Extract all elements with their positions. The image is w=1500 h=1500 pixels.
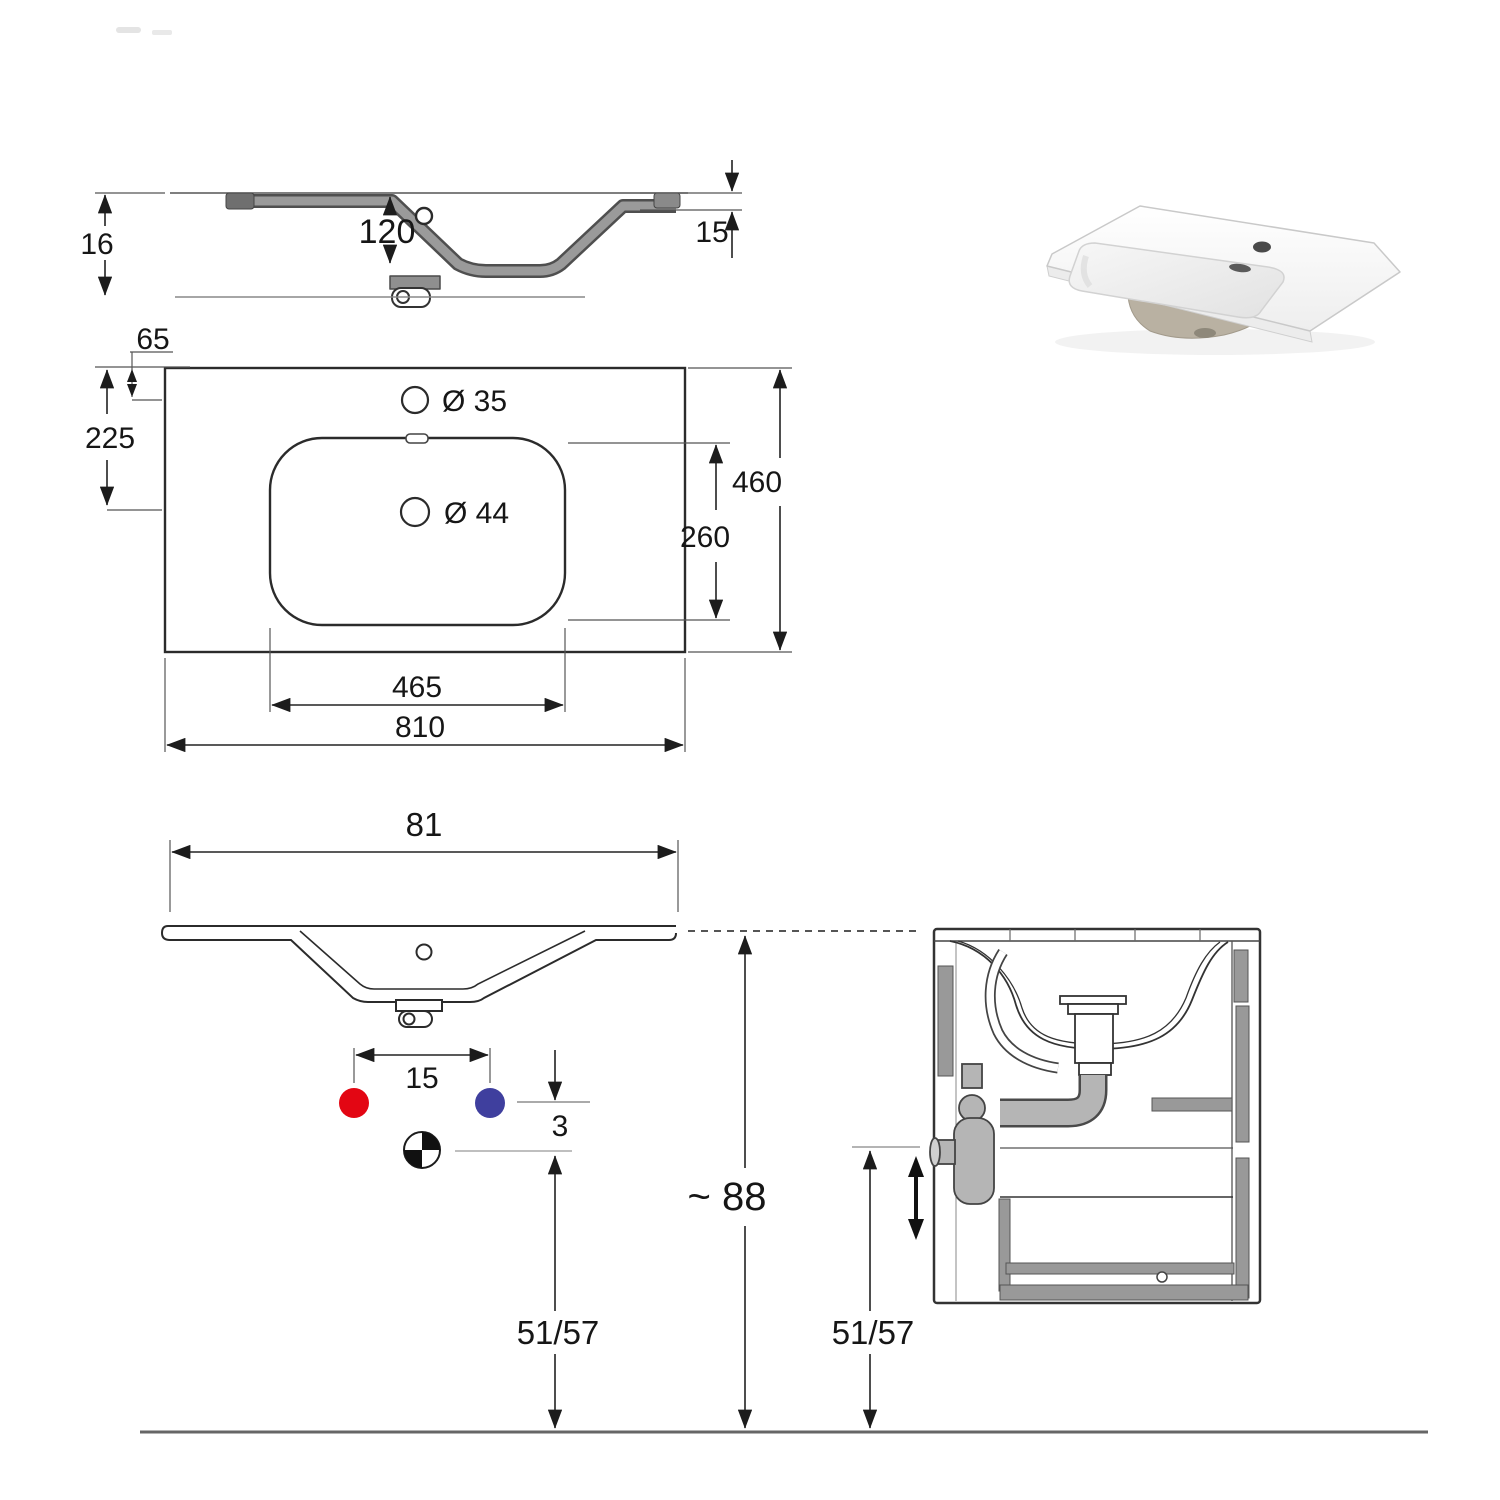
section-view: 16 120 15 xyxy=(80,160,742,308)
faucet-hole-label: Ø 35 xyxy=(442,385,507,418)
drain-back-offset-label: 225 xyxy=(85,422,135,455)
overflow-slot-photo-icon xyxy=(1229,263,1251,273)
front-faucet-hole-icon xyxy=(415,943,433,961)
dim-overall-depth xyxy=(688,367,792,653)
product-photo xyxy=(1046,205,1401,355)
basin-inner-shading xyxy=(1080,255,1093,288)
section-right-rim-cap xyxy=(653,192,681,209)
front-view: 81 15 3 xyxy=(160,806,918,1429)
front-profile xyxy=(160,925,677,1003)
cabinet-panels xyxy=(937,949,1250,1299)
dim-basin-width xyxy=(269,628,566,713)
drain-centroid-symbol xyxy=(403,1131,441,1169)
front-width-label: 81 xyxy=(406,806,443,843)
plan-view: Ø 35 Ø 44 65 225 460 xyxy=(85,323,792,753)
total-height-label: ~ 88 xyxy=(688,1175,767,1219)
drain-floor-height-label: 51/57 xyxy=(517,1314,600,1351)
section-height-label: 16 xyxy=(80,228,113,261)
plan-faucet-hole-icon xyxy=(400,385,430,415)
scan-artifact xyxy=(116,27,172,35)
faucet-back-offset-label: 65 xyxy=(136,323,169,356)
drain-hole-label: Ø 44 xyxy=(444,497,509,530)
dim-overall-width xyxy=(164,658,686,753)
section-left-rim-cap xyxy=(225,192,255,210)
height-adjust-arrow-icon xyxy=(908,1156,924,1240)
degree-symbol-icon xyxy=(414,206,434,226)
front-drain-hole-icon xyxy=(402,1012,416,1026)
cabinet-drain-assembly xyxy=(1059,995,1127,1076)
basin-depression xyxy=(1068,242,1285,319)
dim-basin-depth-plan xyxy=(568,442,730,621)
basin-depth-plan-label: 260 xyxy=(680,521,730,554)
dim-tap-spacing xyxy=(353,1047,491,1083)
plan-drain-hole-icon xyxy=(399,496,431,528)
overall-depth-label: 460 xyxy=(732,466,782,499)
basin-width-label: 465 xyxy=(392,671,442,704)
tap-spacing-label: 15 xyxy=(405,1062,438,1095)
faucet-hole-photo-icon xyxy=(1253,241,1271,253)
drawer-screw-icon xyxy=(1156,1271,1168,1283)
dim-section-height xyxy=(95,192,165,296)
dim-faucet-back-offset xyxy=(95,351,190,401)
basin-depth-label: 120 xyxy=(359,213,416,251)
rim-height-label: 15 xyxy=(695,216,728,249)
dim-rim-height xyxy=(640,160,742,258)
plan-basin xyxy=(268,436,567,627)
waste-pipe xyxy=(1000,1075,1105,1125)
plan-overflow-slot xyxy=(405,433,429,444)
hot-water-dot xyxy=(339,1088,369,1118)
cabinet-drawer xyxy=(998,1196,1249,1301)
overall-width-label: 810 xyxy=(395,711,445,744)
drain-offset-label: 3 xyxy=(552,1110,569,1143)
dim-drain-offset xyxy=(455,1050,590,1152)
trap-floor-height-label: 51/57 xyxy=(832,1314,915,1351)
front-drain-flange xyxy=(395,999,443,1012)
dim-front-width xyxy=(169,840,679,912)
dim-drain-back-offset xyxy=(99,369,162,511)
siphon-trap xyxy=(929,1063,995,1205)
cabinet-section-view: 51/57 xyxy=(832,927,1262,1429)
dim-trap-floor-height xyxy=(852,1146,920,1429)
section-profile-body xyxy=(240,196,676,276)
drain-stub xyxy=(1194,328,1216,338)
overflow-tube xyxy=(986,949,1059,1072)
cold-water-dot xyxy=(475,1088,505,1118)
